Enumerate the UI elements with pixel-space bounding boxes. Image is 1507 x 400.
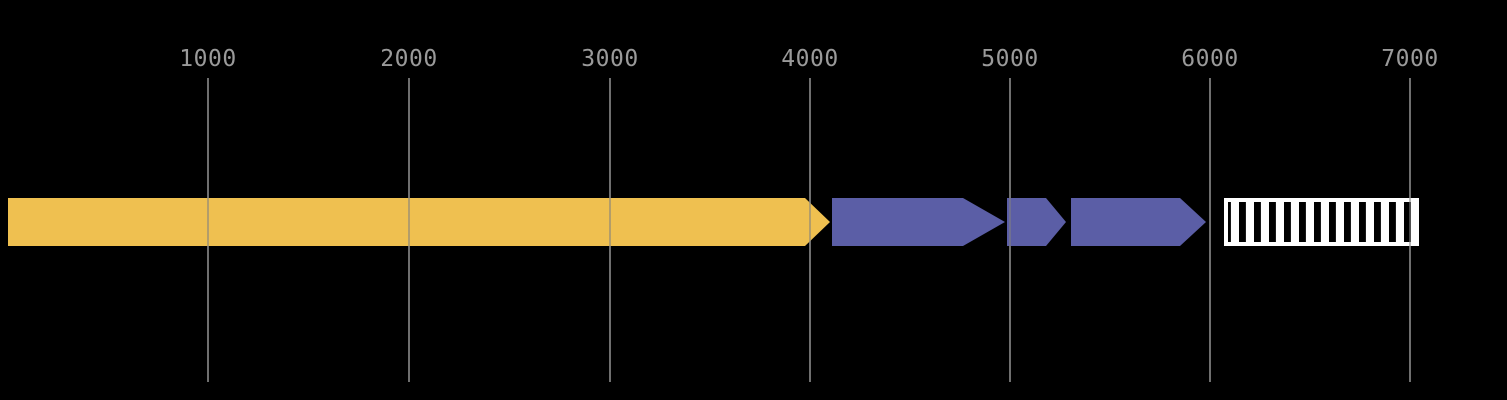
track-feature-feature-3[interactable] xyxy=(1007,198,1066,246)
track-feature-feature-1[interactable] xyxy=(8,198,830,246)
track-feature-feature-4[interactable] xyxy=(1071,198,1206,246)
axis-gridline-overlay xyxy=(1409,78,1411,382)
feature-arrow-shape xyxy=(1007,198,1066,246)
track-feature-feature-5[interactable] xyxy=(1224,198,1419,246)
axis-gridline-overlay xyxy=(207,78,209,382)
feature-arrow-shape xyxy=(1071,198,1206,246)
axis-gridline-overlay xyxy=(1209,78,1211,382)
feature-arrow-shape xyxy=(8,198,830,246)
track-feature-feature-2[interactable] xyxy=(832,198,1005,246)
feature-hatch-fill xyxy=(1224,198,1419,246)
axis-gridline-overlay xyxy=(1009,78,1011,382)
axis-gridline-overlay xyxy=(609,78,611,382)
feature-hatch-border xyxy=(1224,198,1419,246)
axis-gridline-overlay xyxy=(408,78,410,382)
axis-gridline-overlay xyxy=(809,78,811,382)
feature-arrow-shape xyxy=(832,198,1005,246)
